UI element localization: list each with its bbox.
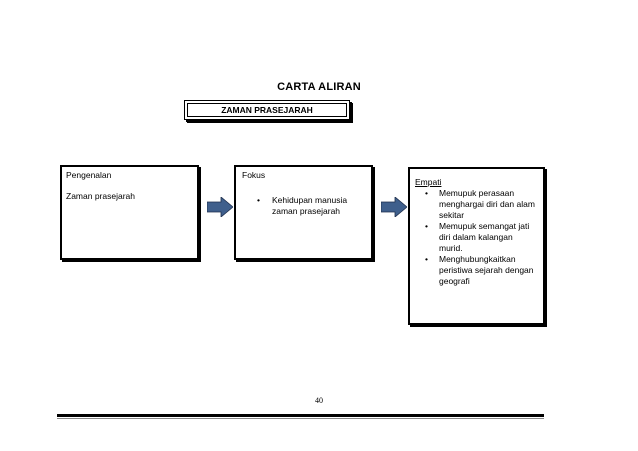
fokus-list: Kehidupan manusia zaman prasejarah [242,195,365,217]
empati-title: Empati [415,177,442,187]
page-title: CARTA ALIRAN [277,81,361,93]
pengenalan-box: Pengenalan Zaman prasejarah [60,165,199,260]
footer-rule [57,414,544,417]
list-item: Kehidupan manusia zaman prasejarah [242,195,365,217]
list-item: Memupuk semangat jati diri dalam kalanga… [415,221,538,254]
pengenalan-text: Zaman prasejarah [66,191,135,201]
fokus-box: Fokus Kehidupan manusia zaman prasejarah [234,165,373,260]
flow-arrow-icon [381,197,407,217]
empati-box: Empati Memupuk perasaan menghargai diri … [408,167,545,325]
topic-box: ZAMAN PRASEJARAH [184,100,350,120]
list-item: Memupuk perasaan menghargai diri dan ala… [415,188,538,221]
topic-box-inner-border [187,103,347,117]
list-item: Menghubungkaitkan peristiwa sejarah deng… [415,254,538,287]
pengenalan-title: Pengenalan [66,170,112,180]
flow-arrow-icon [207,197,233,217]
footer-rule-thin [57,418,544,419]
page-number: 40 [315,396,323,405]
fokus-title: Fokus [242,170,266,180]
empati-list: Memupuk perasaan menghargai diri dan ala… [415,188,538,287]
topic-box-label: ZAMAN PRASEJARAH [221,105,313,115]
